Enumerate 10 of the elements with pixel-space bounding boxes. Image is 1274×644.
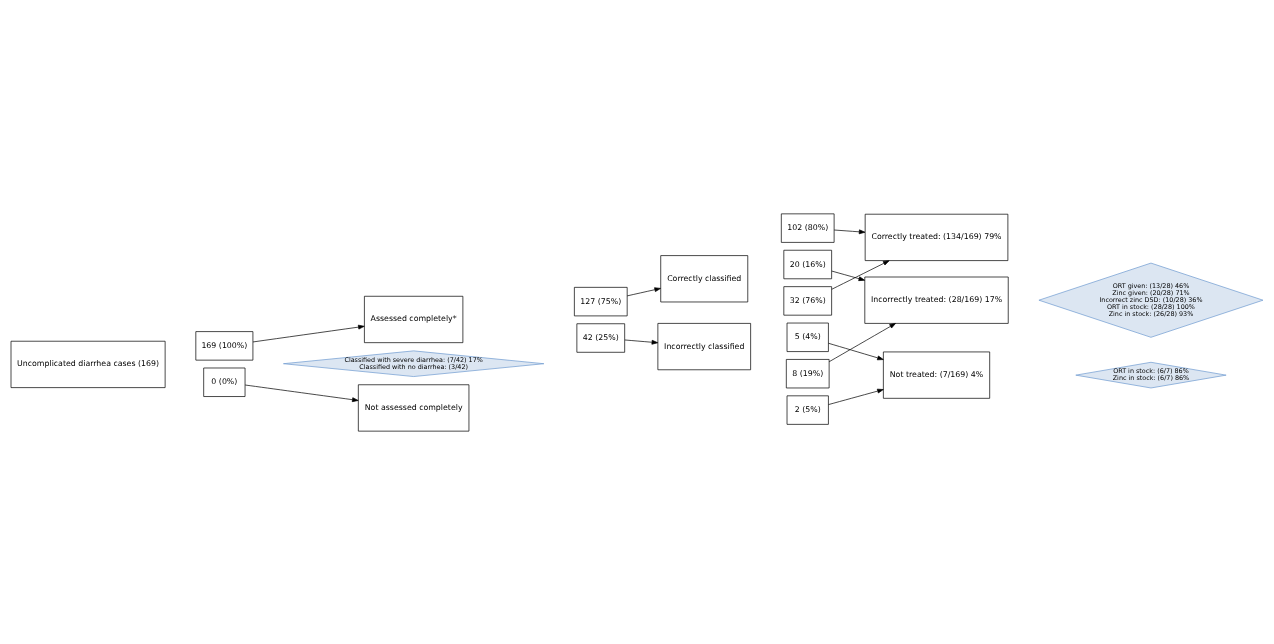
- arrow: [828, 342, 884, 360]
- arrow: [833, 229, 866, 234]
- arrow: [831, 270, 865, 281]
- arrow: [828, 388, 884, 405]
- arrow: [831, 259, 890, 290]
- arrow: [252, 324, 365, 342]
- arrow: [626, 286, 661, 296]
- arrow: [828, 322, 896, 362]
- arrow: [624, 339, 659, 345]
- arrow: [244, 384, 359, 402]
